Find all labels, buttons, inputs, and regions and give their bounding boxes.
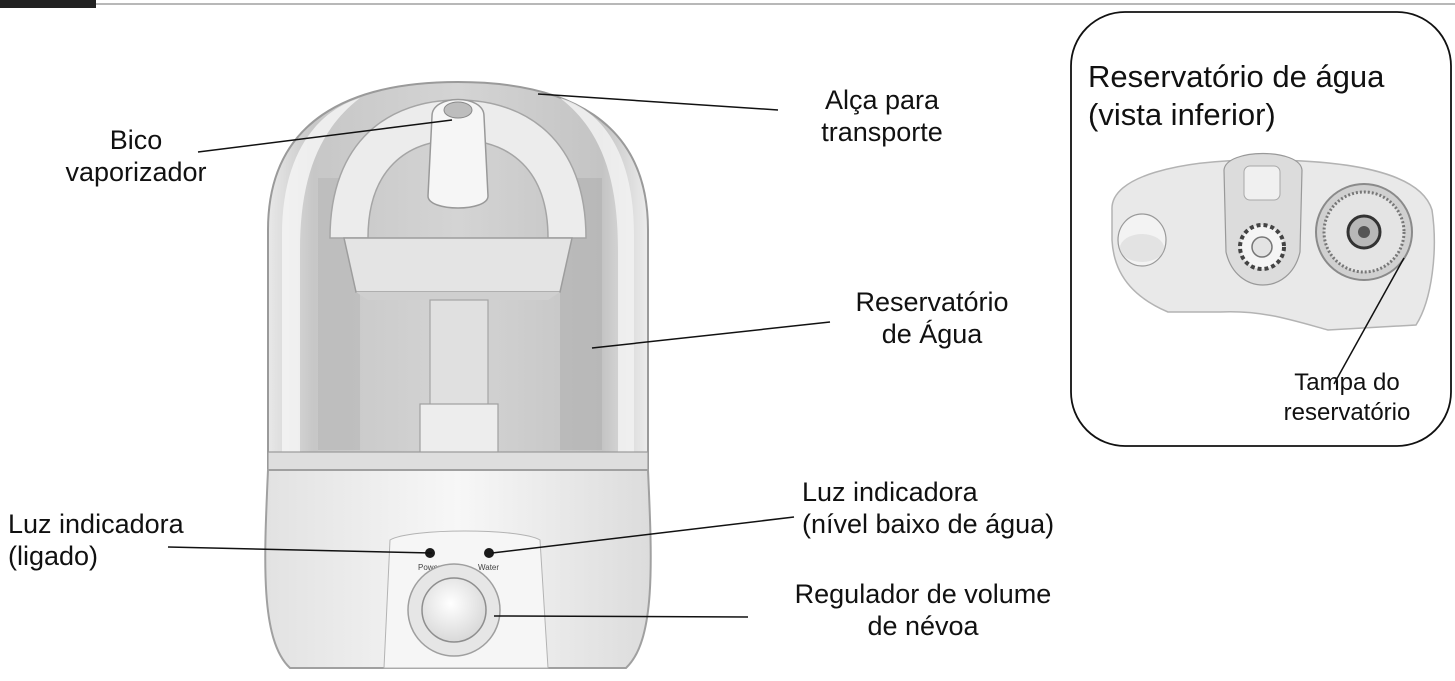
water-light-label: Water — [478, 563, 499, 572]
spout-body — [427, 98, 489, 209]
inset-title: Reservatório de água (vista inferior) — [1088, 59, 1385, 132]
mist-hood-lower — [356, 292, 560, 300]
label-regulador-nevoa: Regulador de volume de névoa — [794, 579, 1052, 641]
leader-alca — [537, 93, 779, 111]
leader-regulador — [493, 615, 749, 618]
leader-bico — [197, 119, 453, 153]
label-reservatorio-agua: Reservatório de Água — [855, 287, 1009, 349]
mist-hood — [343, 237, 573, 293]
leader-luz-agua — [491, 516, 795, 554]
leader-tampa — [1333, 257, 1405, 385]
tank-column — [429, 299, 489, 413]
mist-knob — [421, 577, 487, 643]
leader-luz-ligado — [167, 546, 433, 554]
tank-bottom-foot-shadow — [1120, 234, 1164, 262]
label-alca-transporte: Alça para transporte — [821, 85, 943, 147]
tank-highlight-right — [560, 98, 634, 460]
tank-rim — [267, 451, 649, 471]
leader-lines — [167, 93, 831, 618]
carry-handle — [329, 99, 587, 239]
label-tampa-reservatorio: Tampa do reservatório — [1283, 369, 1411, 426]
label-bico-vaporizador: Bico vaporizador — [65, 125, 207, 187]
inset-panel — [1070, 11, 1452, 447]
label-luz-ligado: Luz indicadora (ligado) — [8, 509, 184, 571]
humidifier-unit: Power Water — [264, 80, 652, 669]
spout-opening — [443, 101, 473, 119]
water-light — [484, 548, 494, 558]
power-light-label: Power — [418, 563, 441, 572]
tank-bottom-slot — [1243, 165, 1281, 201]
label-luz-agua: Luz indicadora (nível baixo de água) — [802, 477, 1055, 539]
header-tab — [0, 0, 96, 8]
leader-reservatorio — [591, 321, 831, 349]
tank-highlight-left — [282, 98, 360, 460]
